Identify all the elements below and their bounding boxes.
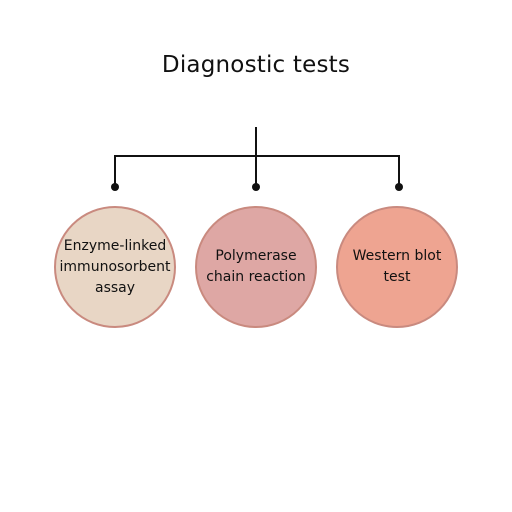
diagram-title: Diagnostic tests — [161, 52, 351, 78]
branch-dot-2 — [252, 183, 260, 191]
test-label-western-blot: Western blot test — [352, 248, 442, 285]
test-node-elisa: Enzyme-linked immunosorbent assay — [54, 206, 176, 328]
branch-dot-3 — [395, 183, 403, 191]
branch-dot-1 — [111, 183, 119, 191]
test-label-elisa: Enzyme-linked immunosorbent assay — [59, 237, 171, 296]
test-label-pcr: Polymerase chain reaction — [206, 248, 306, 285]
test-node-western-blot: Western blot test — [336, 206, 458, 328]
test-node-pcr: Polymerase chain reaction — [195, 206, 317, 328]
